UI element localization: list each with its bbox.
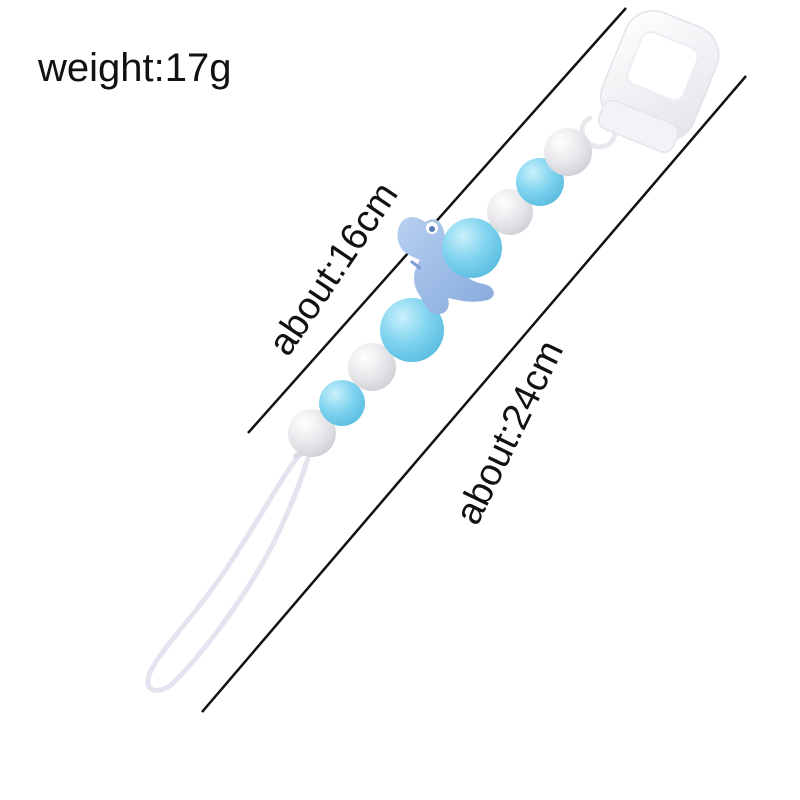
bead — [516, 158, 564, 206]
bead — [487, 189, 533, 235]
long-measure-line — [201, 75, 747, 713]
bead — [442, 218, 502, 278]
bead — [319, 380, 365, 426]
long-length-label: about:24cm — [447, 334, 572, 531]
clip-ring-icon — [579, 115, 618, 150]
weight-label: weight:17g — [38, 46, 232, 90]
bead — [348, 343, 396, 391]
pacifier-clip-icon — [597, 10, 720, 154]
bead — [380, 298, 444, 362]
dinosaur-bead-icon — [397, 217, 494, 315]
bead — [544, 128, 592, 176]
cord-loop — [145, 449, 311, 693]
bead — [288, 409, 336, 457]
